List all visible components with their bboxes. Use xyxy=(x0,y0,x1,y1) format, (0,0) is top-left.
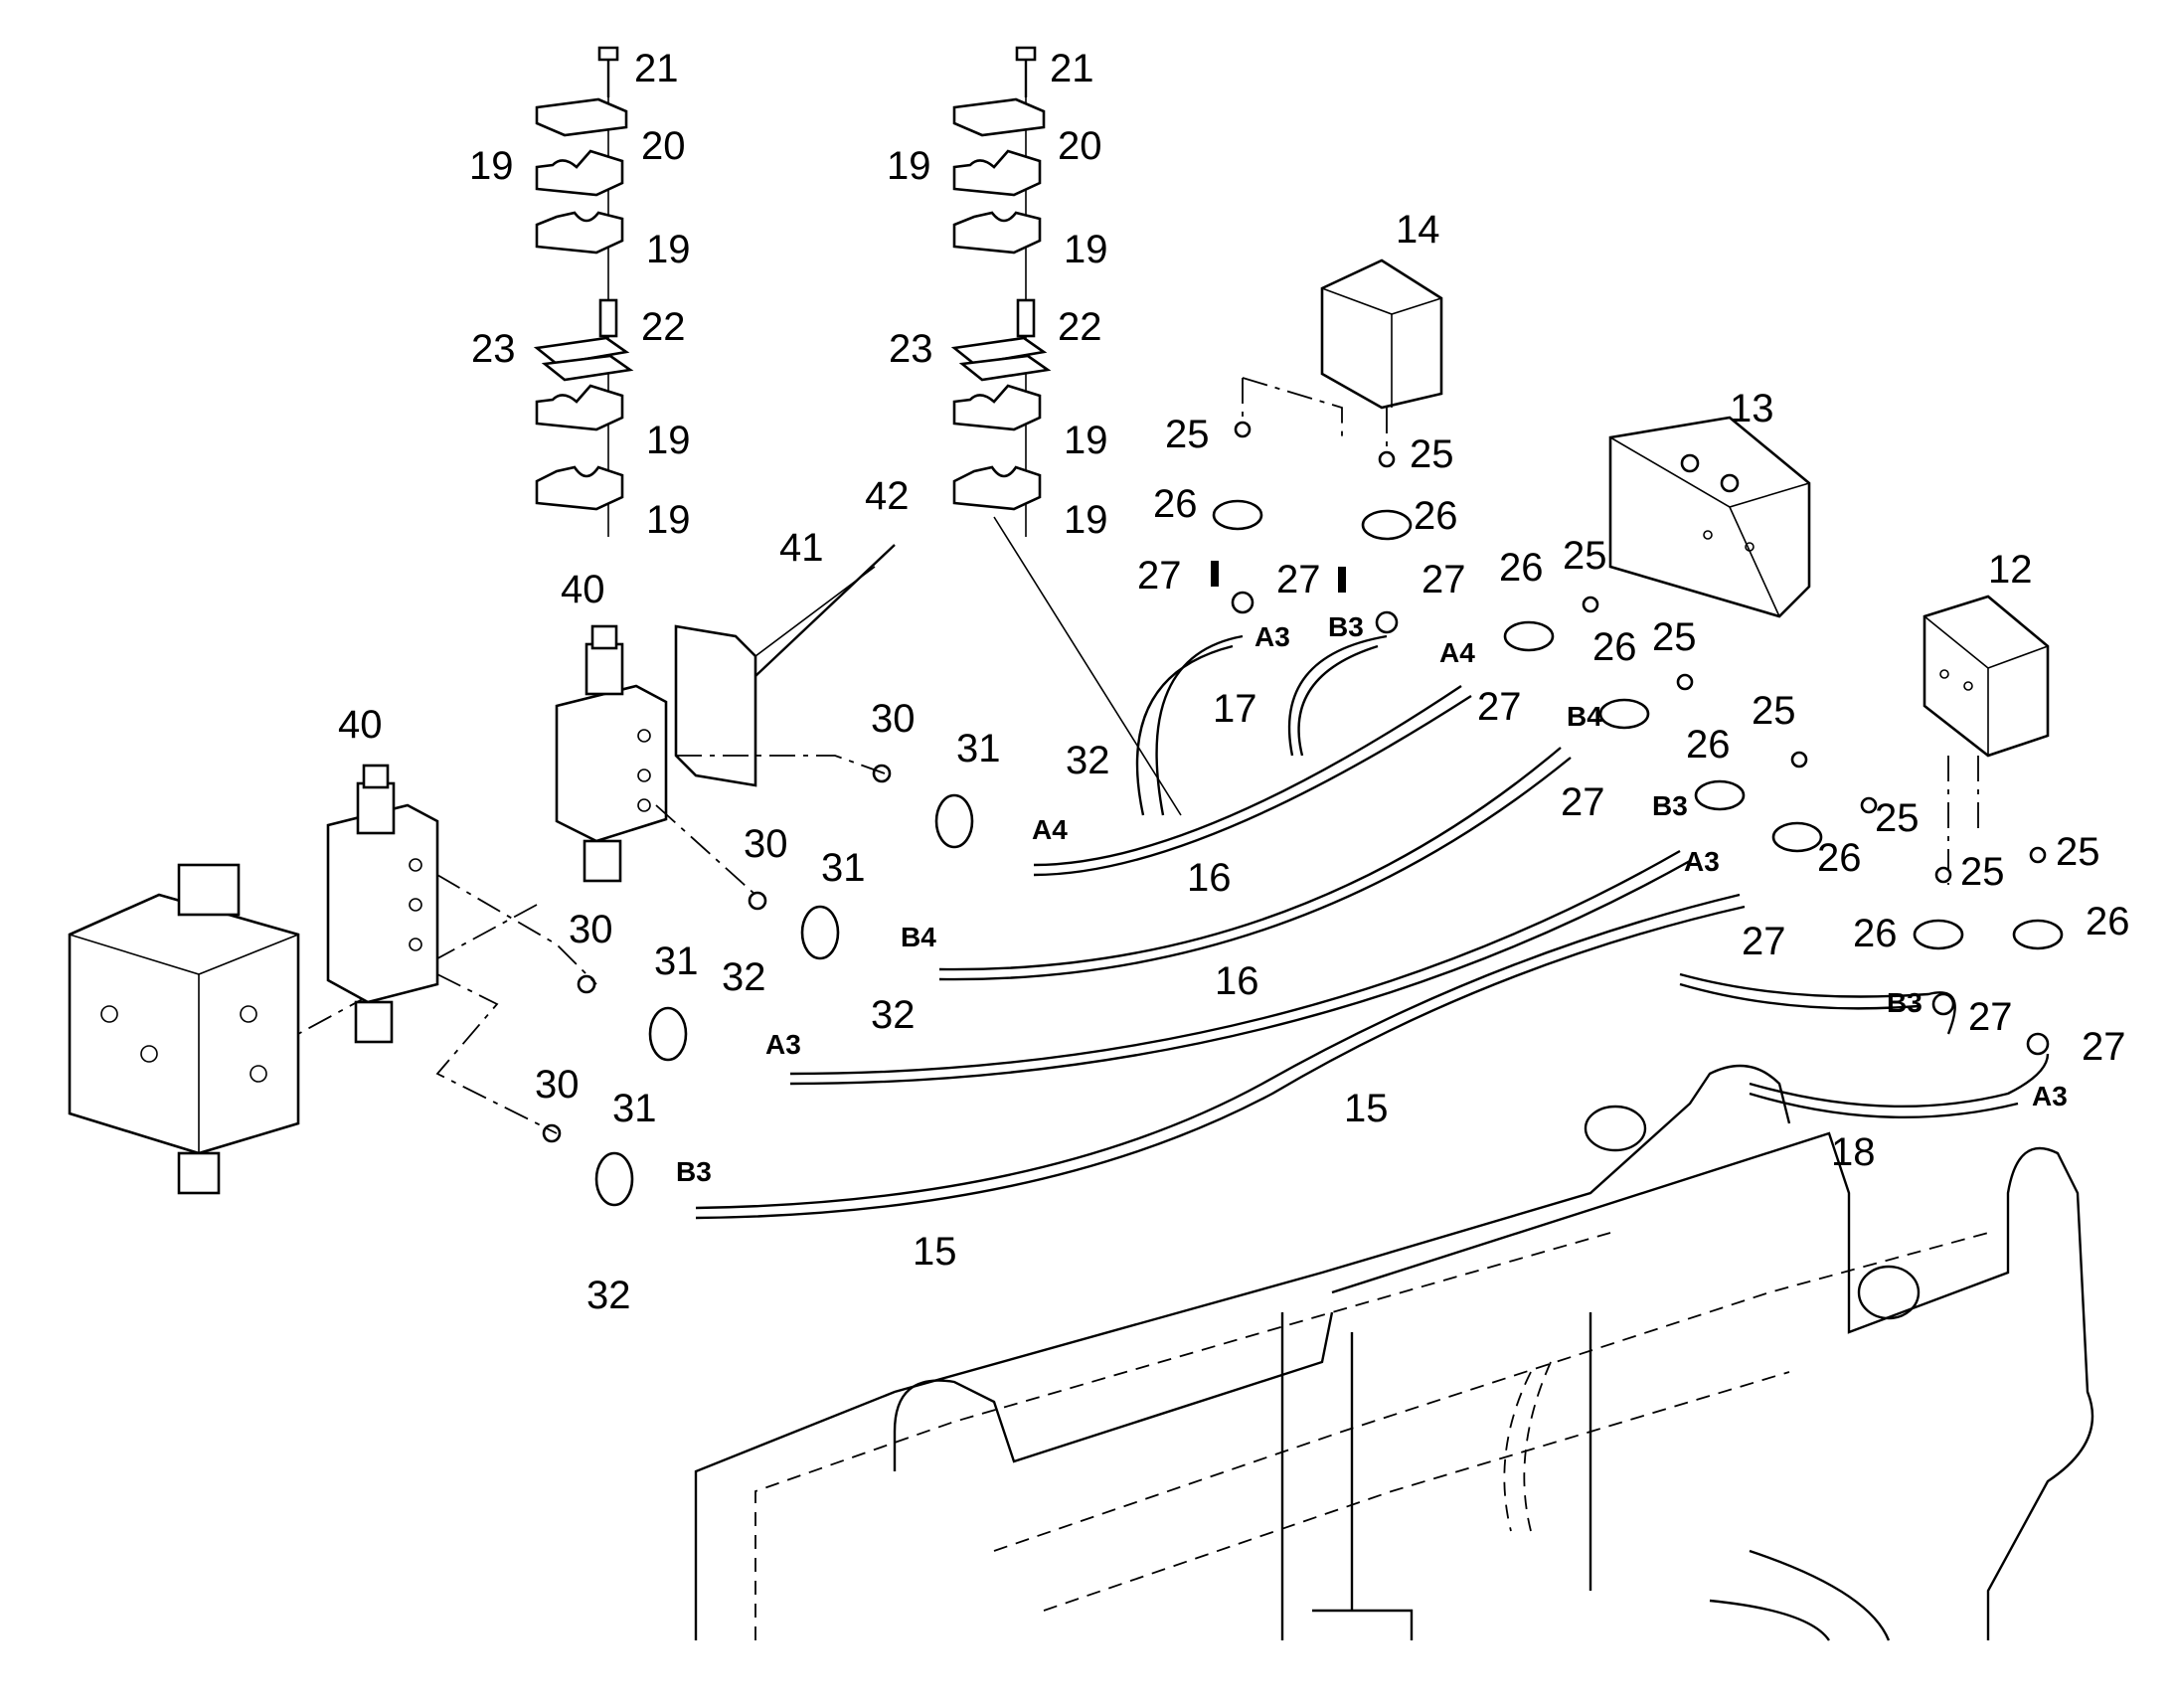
port-label-A3: A3 xyxy=(1684,846,1720,877)
callout-14: 14 xyxy=(1396,208,1440,252)
valve-40-lower xyxy=(326,764,439,1044)
port-labels: A3 B3 A4 B4 B3 A3 A4 B4 A3 B3 B3 A3 xyxy=(676,611,2068,1187)
callout-17: 17 xyxy=(1213,687,1257,731)
callout-26: 26 xyxy=(1414,494,1458,538)
port-label-A3: A3 xyxy=(765,1029,801,1060)
callout-42: 42 xyxy=(865,474,910,518)
callout-16: 16 xyxy=(1215,959,1259,1003)
callout-25: 25 xyxy=(1752,689,1796,733)
port-label-B4: B4 xyxy=(1567,701,1602,732)
seals-and-flanges xyxy=(435,421,2064,1207)
callout-22: 22 xyxy=(641,305,686,349)
callout-25: 25 xyxy=(1875,796,1920,840)
port-label-A3: A3 xyxy=(1254,621,1290,652)
callout-32: 32 xyxy=(1066,739,1110,782)
callout-21: 21 xyxy=(634,47,679,90)
callout-31: 31 xyxy=(612,1087,657,1130)
callout-12: 12 xyxy=(1988,548,2033,592)
callout-26: 26 xyxy=(1853,912,1898,955)
callout-27: 27 xyxy=(1421,558,1466,601)
callout-23: 23 xyxy=(471,327,516,371)
callout-27: 27 xyxy=(1137,554,1182,598)
callout-32: 32 xyxy=(586,1274,631,1317)
callout-25: 25 xyxy=(2056,830,2100,874)
vehicle-frame xyxy=(694,1064,2094,1641)
clamp-stack-right xyxy=(950,46,1182,816)
callout-40: 40 xyxy=(338,703,383,747)
callout-15: 15 xyxy=(913,1230,957,1274)
callout-21: 21 xyxy=(1050,47,1094,90)
callout-numbers: 21 20 19 19 22 23 19 19 21 20 19 19 22 2… xyxy=(338,47,2130,1317)
callout-26: 26 xyxy=(1686,723,1731,767)
callout-26: 26 xyxy=(1817,836,1862,880)
callout-30: 30 xyxy=(871,697,916,741)
callout-40: 40 xyxy=(561,568,605,611)
callout-25: 25 xyxy=(1960,850,2005,894)
callout-19: 19 xyxy=(1064,228,1108,271)
port-label-B3: B3 xyxy=(676,1156,712,1187)
callout-18: 18 xyxy=(1831,1130,1876,1174)
callout-19: 19 xyxy=(646,228,691,271)
callout-26: 26 xyxy=(1592,625,1637,669)
hoses xyxy=(695,634,2050,1220)
callout-19: 19 xyxy=(646,419,691,462)
callout-32: 32 xyxy=(722,955,766,999)
block-12 xyxy=(1922,595,2050,885)
callout-27: 27 xyxy=(1968,995,2013,1039)
callout-20: 20 xyxy=(1058,124,1102,168)
callout-25: 25 xyxy=(1652,615,1697,659)
callout-41: 41 xyxy=(779,526,824,570)
callout-26: 26 xyxy=(1499,546,1544,590)
callout-32: 32 xyxy=(871,993,916,1037)
callout-19: 19 xyxy=(469,144,514,188)
callout-31: 31 xyxy=(654,939,699,983)
callout-25: 25 xyxy=(1410,432,1454,476)
port-label-A4: A4 xyxy=(1032,814,1068,845)
callout-19: 19 xyxy=(1064,498,1108,542)
block-13 xyxy=(1608,416,1811,618)
callout-26: 26 xyxy=(2086,900,2130,943)
port-label-B4: B4 xyxy=(901,922,936,952)
callout-13: 13 xyxy=(1730,387,1774,430)
valve-40-upper xyxy=(297,544,896,1035)
callout-27: 27 xyxy=(1742,920,1786,963)
port-label-B3: B3 xyxy=(1652,790,1688,821)
callout-16: 16 xyxy=(1187,856,1232,900)
callout-22: 22 xyxy=(1058,305,1102,349)
main-control-valve xyxy=(68,863,300,1195)
callout-30: 30 xyxy=(744,822,788,866)
callout-19: 19 xyxy=(1064,419,1108,462)
port-label-A4: A4 xyxy=(1439,637,1475,668)
callout-31: 31 xyxy=(821,846,866,890)
callout-19: 19 xyxy=(887,144,931,188)
callout-25: 25 xyxy=(1165,413,1210,456)
callout-31: 31 xyxy=(956,727,1001,770)
callout-27: 27 xyxy=(2082,1025,2126,1069)
callout-20: 20 xyxy=(641,124,686,168)
callout-25: 25 xyxy=(1563,534,1607,578)
clamp-stack-left xyxy=(533,46,634,537)
callout-27: 27 xyxy=(1276,558,1321,601)
callout-26: 26 xyxy=(1153,482,1198,526)
callout-19: 19 xyxy=(646,498,691,542)
callout-27: 27 xyxy=(1561,780,1605,824)
port-label-A3: A3 xyxy=(2032,1081,2068,1111)
callout-15: 15 xyxy=(1344,1087,1389,1130)
callout-23: 23 xyxy=(889,327,933,371)
callout-30: 30 xyxy=(535,1063,580,1107)
callout-30: 30 xyxy=(569,908,613,951)
port-label-B3: B3 xyxy=(1887,987,1922,1018)
port-label-B3: B3 xyxy=(1328,611,1364,642)
callout-27: 27 xyxy=(1477,685,1522,729)
